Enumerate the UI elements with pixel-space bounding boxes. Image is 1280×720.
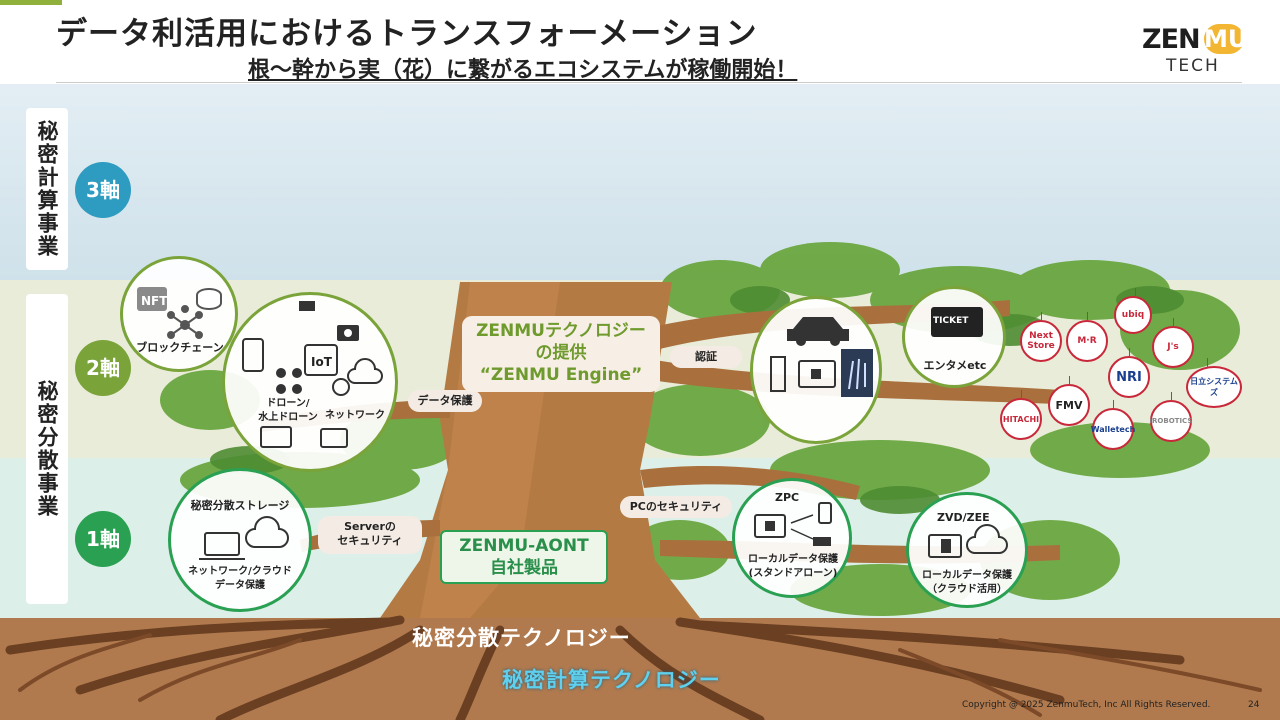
storage-title: 秘密分散ストレージ xyxy=(190,499,290,512)
chip-pc-security: PCのセキュリティ xyxy=(620,496,732,518)
zpc-caption: ローカルデータ保護 (スタンドアローン) xyxy=(748,554,838,579)
axis-3-badge: 3軸 xyxy=(75,162,131,218)
client-js: J's xyxy=(1152,318,1194,368)
zvd-icons xyxy=(928,524,1008,558)
chip-server-security: Serverの セキュリティ xyxy=(318,516,422,554)
entertainment-label: エンタメetc xyxy=(923,359,987,372)
logo-mu: MU xyxy=(1204,24,1248,54)
storage-caption: ネットワーク/クラウド データ保護 xyxy=(188,566,292,591)
chip-data-protection: データ保護 xyxy=(408,390,482,412)
client-irobotics: iROBOTICS xyxy=(1150,392,1192,442)
zvd-caption: ローカルデータ保護 （クラウド活用） xyxy=(922,570,1012,595)
axis-2-badge: 2軸 xyxy=(75,340,131,396)
client-nri: NRI xyxy=(1108,348,1150,398)
zenmu-engine-box: ZENMUテクノロジー の提供 “ZENMU Engine” xyxy=(462,316,660,392)
zvd-title: ZVD/ZEE xyxy=(937,511,990,524)
client-ubiq: ubiq xyxy=(1114,288,1152,334)
root-label-computing: 秘密計算テクノロジー xyxy=(502,668,721,692)
storage-icons xyxy=(199,516,289,560)
zvd-circle: ZVD/ZEE ローカルデータ保護 （クラウド活用） xyxy=(906,492,1028,608)
nft-label: NFT xyxy=(141,294,168,308)
sky-band-computing xyxy=(0,84,1280,280)
ticket-text: TICKET xyxy=(933,316,969,326)
entertainment-circle: TICKET エンタメetc xyxy=(902,286,1006,388)
blockchain-icon xyxy=(137,287,222,339)
client-fmv: FMV xyxy=(1048,376,1090,426)
zpc-icons xyxy=(754,502,832,546)
client-m-r: M·R xyxy=(1066,312,1108,362)
client-hitachi-systems: 日立システムズ xyxy=(1186,358,1242,408)
zenmu-tech-logo: ZEN MU TECH xyxy=(1142,24,1248,76)
zpc-title: ZPC xyxy=(775,491,800,504)
side-label-distributed: 秘密分散事業 xyxy=(26,294,68,604)
iot-label: IoT xyxy=(311,355,332,369)
car-computer-xray-icons xyxy=(770,317,873,397)
footer-page-number: 24 xyxy=(1248,700,1260,710)
drone-label: ドローン/ 水上ドローン xyxy=(258,398,318,423)
side-label-computing: 秘密計算事業 xyxy=(26,108,68,270)
zenmu-aont-box: ZENMU-AONT 自社製品 xyxy=(440,530,608,584)
chip-certification: 認証 xyxy=(670,346,742,368)
client-next-store: Next Store xyxy=(1020,312,1062,362)
network-label: ネットワーク xyxy=(325,410,385,421)
logo-tech: TECH xyxy=(1166,56,1220,76)
footer-copyright: Copyright @ 2025 ZenmuTech, Inc All Righ… xyxy=(962,700,1211,710)
corner-accent xyxy=(0,0,62,5)
iot-icons xyxy=(242,301,383,448)
storage-circle: 秘密分散ストレージ ネットワーク/クラウド データ保護 xyxy=(168,468,312,612)
roots xyxy=(5,615,1185,720)
blockchain-circle: NFT ブロックチェーン xyxy=(120,256,238,372)
blockchain-label: ブロックチェーン xyxy=(136,341,224,354)
logo-zen: ZEN xyxy=(1142,24,1201,55)
header-rule xyxy=(56,82,1242,83)
axis-1-badge: 1軸 xyxy=(75,511,131,567)
auth-devices-circle xyxy=(750,296,882,444)
client-walletech: Walletech xyxy=(1091,400,1135,450)
ticket-icon xyxy=(931,307,983,337)
zpc-circle: ZPC ローカルデータ保護 (スタンドアローン) xyxy=(732,478,852,598)
client-hitachi: HITACHI xyxy=(1000,390,1042,440)
page-title: データ利活用におけるトランスフォーメーション xyxy=(56,16,758,52)
iot-circle: IoT ドローン/ 水上ドローン ネットワーク xyxy=(222,292,398,472)
root-label-distributed: 秘密分散テクノロジー xyxy=(412,626,631,650)
page-subtitle: 根〜幹から実（花）に繋がるエコシステムが稼働開始！ xyxy=(248,58,798,83)
